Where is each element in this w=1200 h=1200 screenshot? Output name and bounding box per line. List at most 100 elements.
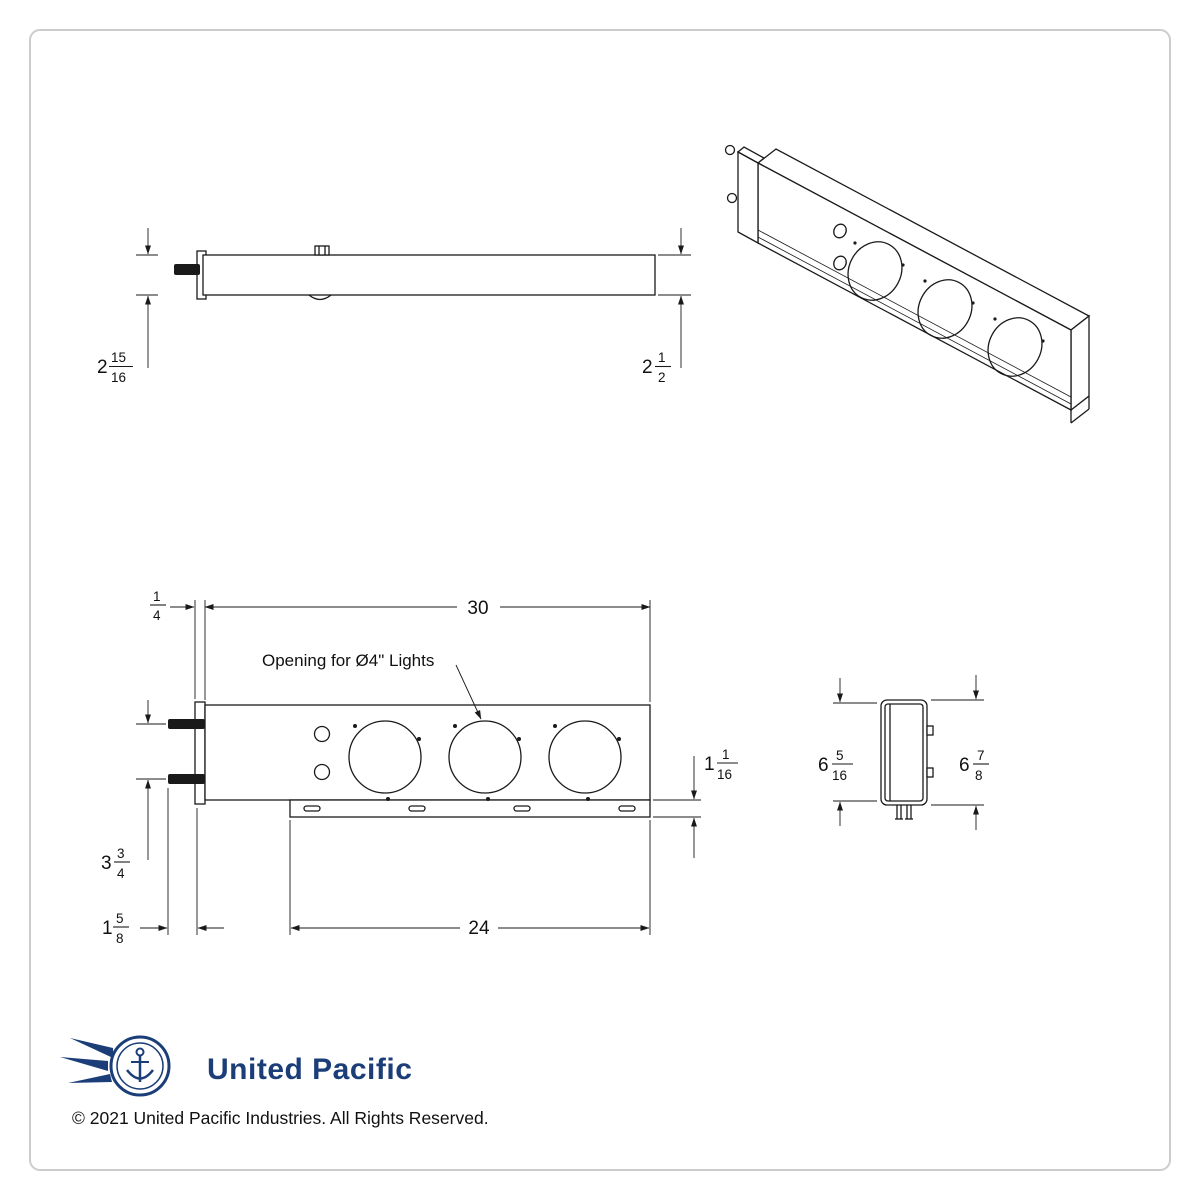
- iso-small-hole: [833, 223, 847, 239]
- dim-whole: 1: [102, 918, 113, 939]
- iso-end-plate: [737, 150, 759, 245]
- top-bracket-tab: [314, 245, 330, 256]
- dim-value: 24: [468, 918, 490, 939]
- dim-stud-spacing: 3 3 4: [101, 700, 166, 881]
- dim-denominator: 8: [975, 768, 983, 783]
- dim-denominator: 8: [116, 931, 124, 946]
- dim-whole: 1: [704, 754, 715, 775]
- dim-side-right: 2 1 2: [642, 228, 691, 385]
- side-view: [174, 245, 656, 301]
- flange-slot: [618, 805, 636, 812]
- dim-denominator: 16: [832, 768, 847, 783]
- end-tab-lower: [926, 767, 934, 778]
- dim-whole: 3: [101, 853, 112, 874]
- pilot-hole: [586, 797, 590, 801]
- iso-right-face: [1070, 314, 1090, 412]
- light-opening-1: [348, 720, 422, 794]
- light-opening-2: [448, 720, 522, 794]
- badge-outer-ring: [109, 1035, 171, 1097]
- iso-pilot-hole: [853, 241, 857, 245]
- iso-crease-line: [757, 229, 1072, 398]
- dim-slot-span: 24: [289, 820, 651, 939]
- pilot-hole: [353, 724, 357, 728]
- dim-end-outer: 6 7 8: [931, 675, 989, 830]
- iso-small-hole: [833, 255, 847, 271]
- dim-numerator: 1: [658, 350, 666, 365]
- opening-callout-label: Opening for Ø4" Lights: [262, 651, 434, 670]
- mounting-stud: [174, 264, 200, 275]
- iso-pilot-hole: [971, 301, 975, 305]
- dim-whole: 6: [959, 755, 970, 776]
- front-view: [168, 701, 651, 818]
- bottom-bump: [308, 294, 332, 301]
- dim-numerator: 5: [116, 911, 124, 926]
- pilot-hole: [617, 737, 621, 741]
- dim-numerator: 15: [111, 350, 126, 365]
- small-hole-lower: [313, 763, 331, 781]
- end-plate: [194, 701, 206, 805]
- dim-plate-offset: 1 4: [150, 589, 196, 699]
- dim-numerator: 3: [117, 846, 125, 861]
- brand-name: United Pacific: [207, 1053, 412, 1086]
- light-opening-3: [548, 720, 622, 794]
- pilot-hole: [386, 797, 390, 801]
- mounting-stud-lower: [168, 774, 205, 784]
- dim-top-width: 30: [204, 598, 651, 702]
- anchor-arms: [126, 1069, 154, 1080]
- dim-numerator: 7: [977, 748, 985, 763]
- dim-whole: 2: [97, 357, 108, 378]
- small-hole-upper: [313, 725, 331, 743]
- iso-light-opening-1: [847, 241, 903, 301]
- bottom-flange: [289, 799, 651, 818]
- end-view: [880, 699, 934, 820]
- iso-crease-line: [757, 236, 1072, 405]
- dim-denominator: 16: [717, 767, 732, 782]
- wing-top: [70, 1038, 113, 1058]
- dim-whole: 2: [642, 357, 653, 378]
- iso-stud: [726, 192, 738, 204]
- dim-end-inner: 6 5 16: [818, 678, 877, 826]
- dim-stud-length: 1 5 8: [102, 788, 224, 946]
- dim-numerator: 1: [153, 589, 161, 604]
- logo: United Pacific: [60, 1035, 412, 1097]
- end-profile-inner: [884, 703, 924, 802]
- dim-side-left: 2 15 16: [97, 228, 158, 385]
- pilot-hole: [486, 797, 490, 801]
- pilot-hole: [517, 737, 521, 741]
- end-profile-outer: [880, 699, 928, 806]
- iso-pilot-hole: [923, 279, 927, 283]
- iso-pilot-hole: [993, 317, 997, 321]
- iso-stud: [724, 144, 736, 156]
- pilot-hole: [453, 724, 457, 728]
- pilot-hole: [417, 737, 421, 741]
- dim-value: 30: [467, 598, 488, 619]
- anchor-ring: [135, 1047, 145, 1057]
- flange-slot: [408, 805, 426, 812]
- iso-light-opening-3: [987, 317, 1043, 377]
- bar-face: [204, 704, 651, 801]
- dim-denominator: 16: [111, 370, 126, 385]
- dim-whole: 6: [818, 755, 829, 776]
- leader-line: [455, 664, 482, 720]
- dim-numerator: 1: [722, 747, 730, 762]
- dim-denominator: 4: [153, 608, 161, 623]
- wing-bottom: [68, 1074, 112, 1083]
- mounting-stud-upper: [168, 719, 205, 729]
- iso-light-opening-2: [917, 279, 973, 339]
- opening-callout: Opening for Ø4" Lights: [262, 651, 482, 720]
- bar-profile: [202, 254, 656, 296]
- winged-anchor-badge-icon: [60, 1035, 171, 1097]
- dim-denominator: 4: [117, 866, 125, 881]
- end-tab-upper: [926, 725, 934, 736]
- anchor-monogram-icon: [126, 1047, 154, 1082]
- iso-pilot-hole: [901, 263, 905, 267]
- sheet-border: [29, 29, 1171, 1171]
- dim-numerator: 5: [836, 748, 844, 763]
- pilot-hole: [553, 724, 557, 728]
- dim-flange-drop: 1 1 16: [653, 747, 738, 858]
- iso-pilot-hole: [1041, 339, 1045, 343]
- copyright-text: © 2021 United Pacific Industries. All Ri…: [72, 1108, 489, 1128]
- flange-slot: [303, 805, 321, 812]
- iso-flange-edge: [1070, 408, 1090, 424]
